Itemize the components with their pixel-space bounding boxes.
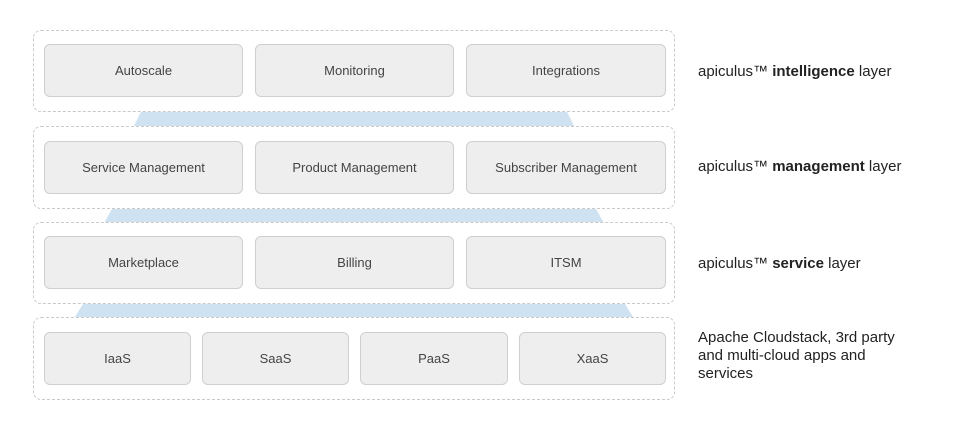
integrations-box: Integrations xyxy=(466,44,666,97)
monitoring-box: Monitoring xyxy=(255,44,454,97)
service-layer: Marketplace Billing ITSM xyxy=(33,222,675,304)
infrastructure-layer: IaaS SaaS PaaS XaaS xyxy=(33,317,675,400)
billing-box: Billing xyxy=(255,236,454,289)
connector-management-service xyxy=(103,207,605,225)
product-management-box: Product Management xyxy=(255,141,454,194)
saas-box: SaaS xyxy=(202,332,349,385)
service-management-box: Service Management xyxy=(44,141,243,194)
itsm-box: ITSM xyxy=(466,236,666,289)
label-prefix: apiculus™ xyxy=(698,255,769,272)
infrastructure-layer-description: Apache Cloudstack, 3rd party and multi-c… xyxy=(698,329,895,382)
connector-intelligence-management xyxy=(133,110,575,128)
subscriber-management-box: Subscriber Management xyxy=(466,141,666,194)
label-suffix: layer xyxy=(828,255,861,272)
label-bold: service xyxy=(772,255,824,272)
label-bold: intelligence xyxy=(772,63,855,80)
label-suffix: layer xyxy=(858,63,892,80)
xaas-box: XaaS xyxy=(519,332,666,385)
label-prefix: apiculus™ xyxy=(698,158,769,175)
management-layer: Service Management Product Management Su… xyxy=(33,126,675,209)
label-prefix: apiculus™ xyxy=(698,63,769,80)
paas-box: PaaS xyxy=(360,332,508,385)
intelligence-layer-label: apiculus™ intelligence layer xyxy=(698,63,891,80)
management-layer-label: apiculus™ management layer xyxy=(698,158,901,175)
autoscale-box: Autoscale xyxy=(44,44,243,97)
label-bold: management xyxy=(772,158,865,175)
marketplace-box: Marketplace xyxy=(44,236,243,289)
label-suffix: layer xyxy=(868,158,902,175)
iaas-box: IaaS xyxy=(44,332,191,385)
intelligence-layer: Autoscale Monitoring Integrations xyxy=(33,30,675,112)
service-layer-label: apiculus™ service layer xyxy=(698,255,861,272)
connector-service-infrastructure xyxy=(73,302,635,320)
